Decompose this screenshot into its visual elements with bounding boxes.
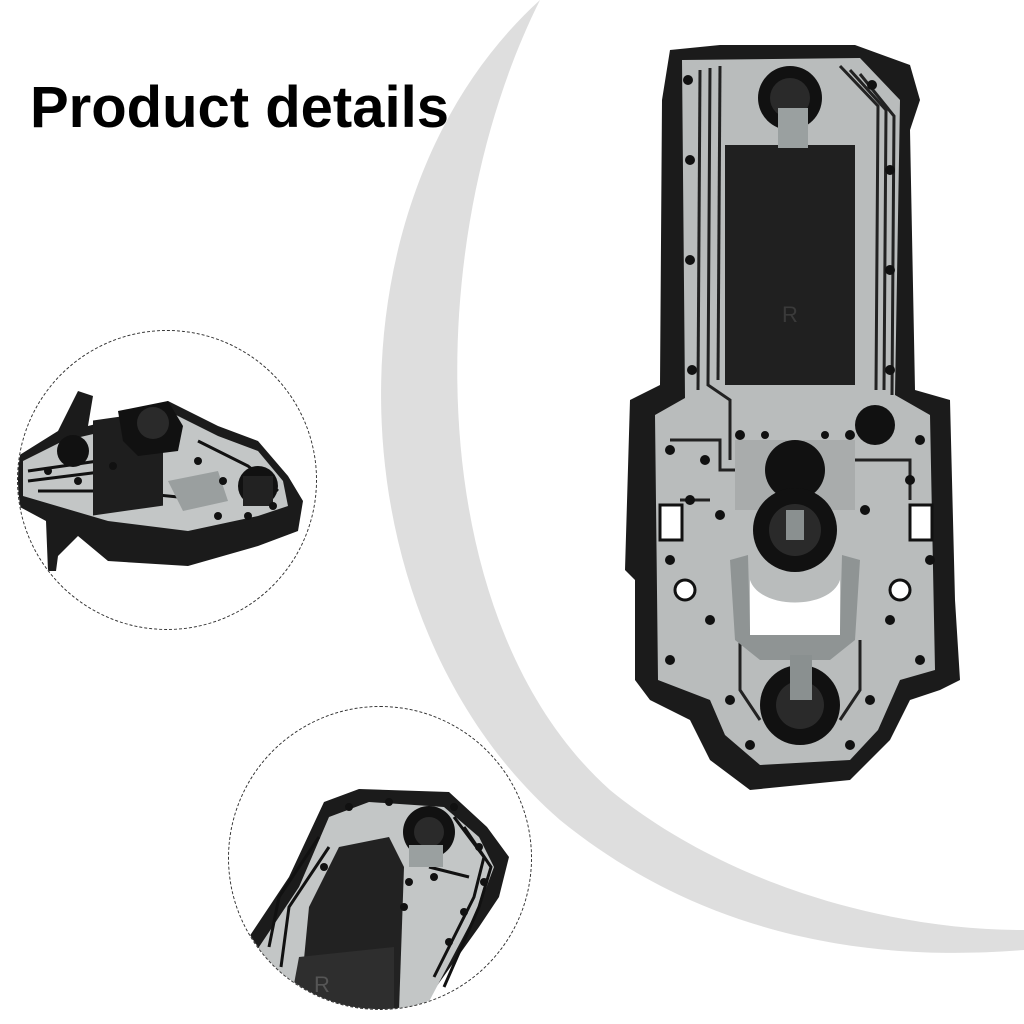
- top-closeup-image: R: [249, 789, 509, 1009]
- side-view-image: [18, 391, 303, 571]
- main-product-image: R: [625, 45, 960, 790]
- closeup-marking: R: [314, 972, 330, 997]
- detail-circle-side-view: [17, 330, 317, 630]
- page-title: Product details: [30, 74, 449, 140]
- detail-circle-top-closeup: R: [228, 706, 532, 1010]
- main-marking: R: [782, 302, 798, 327]
